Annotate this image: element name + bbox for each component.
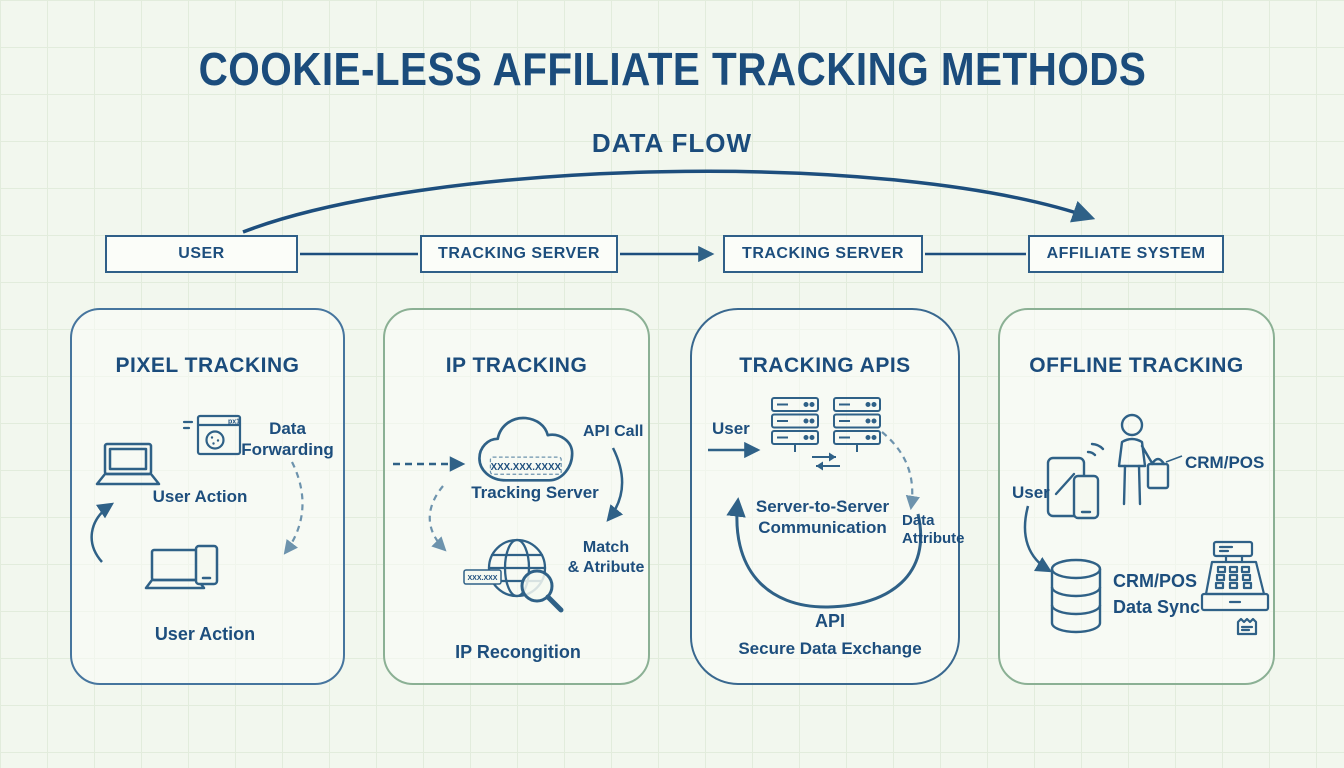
- cash-register-icon: [1200, 540, 1270, 636]
- shopper-icon: [1117, 413, 1170, 506]
- exchange-arrows-icon: [812, 452, 840, 471]
- devices-icon: [144, 544, 219, 590]
- card-pixel-tracking: px1 PIXEL TRACKING Data Forw: [70, 308, 345, 685]
- data-flow-label: DATA FLOW: [591, 128, 753, 158]
- card-title-offline-tracking: OFFLINE TRACKING: [1029, 354, 1244, 377]
- secure-data-exchange-label: Secure Data Exchange: [738, 639, 922, 658]
- card-title-tracking-apis: TRACKING APIS: [739, 354, 911, 377]
- data-forwarding-label: Data Forwarding: [241, 419, 334, 460]
- data-flow-diagram: [242, 169, 1096, 263]
- flow-node-tracking-server-2: TRACKING SERVER: [723, 235, 923, 273]
- card-ip-tracking: XXX.XXX.XXXX XXX.XXX IP TRACKING API Cal…: [383, 308, 650, 685]
- user-label-offline: User: [1012, 483, 1050, 502]
- card-offline-tracking: OFFLINE TRACKING User CRM/POS CRM/POS Da…: [998, 308, 1275, 685]
- user-to-db-arrow: [1023, 505, 1053, 573]
- crm-pos-connector: [1165, 455, 1183, 463]
- tracking-server-label: Tracking Server: [471, 483, 599, 502]
- user-label-apis: User: [712, 419, 750, 438]
- user-action-curve-arrow: [90, 502, 115, 563]
- tracking-pixel-icon: px1: [182, 414, 242, 456]
- data-attribute-label: Data Attribute: [902, 512, 965, 547]
- match-attribute-label: Match & Atribute: [567, 539, 645, 576]
- ip-recognition-label: IP Recongition: [455, 642, 581, 662]
- user-action-top-label: User Action: [152, 487, 248, 506]
- data-forwarding-dashed-arrow: [283, 461, 304, 555]
- database-icon: [1050, 558, 1102, 634]
- data-flow-curve-arrow: [242, 169, 1096, 234]
- api-label: API: [814, 611, 845, 631]
- server-to-server-label: Server-to-Server Communication: [755, 497, 890, 538]
- card-title-pixel-tracking: PIXEL TRACKING: [115, 354, 300, 377]
- globe-magnifier-icon: XXX.XXX: [463, 538, 564, 613]
- card-tracking-apis: TRACKING APIS User Server-to-Server Comm…: [690, 308, 965, 685]
- pixel-tag-label: px1: [228, 419, 240, 426]
- card-title-ip-tracking: IP TRACKING: [445, 354, 588, 377]
- flow-node-user: USER: [105, 235, 298, 273]
- ip-lookup-dashed-arrow: [428, 485, 447, 552]
- cloud-ip-label: XXX.XXX.XXXX: [491, 462, 562, 473]
- api-loop-arrow: [726, 497, 923, 609]
- server-stacks-icon: [771, 397, 881, 471]
- api-call-curve-arrow: [606, 447, 624, 522]
- cloud-server-icon: XXX.XXX.XXXX: [478, 416, 574, 482]
- globe-tag-label: XXX.XXX: [468, 575, 498, 582]
- user-action-bottom-label: User Action: [154, 624, 256, 644]
- page-title: COOKIE-LESS AFFILIATE TRACKING METHODS: [198, 43, 1146, 95]
- crm-pos-label: CRM/POS: [1185, 453, 1265, 472]
- api-call-label: API Call: [583, 423, 644, 440]
- flow-node-tracking-server-1: TRACKING SERVER: [420, 235, 618, 273]
- laptop-icon: [95, 442, 161, 486]
- crm-pos-data-sync-label: CRM/POS Data Sync: [1113, 571, 1201, 618]
- flow-node-affiliate-system: AFFILIATE SYSTEM: [1028, 235, 1224, 273]
- mobile-devices-icon: [1046, 442, 1105, 520]
